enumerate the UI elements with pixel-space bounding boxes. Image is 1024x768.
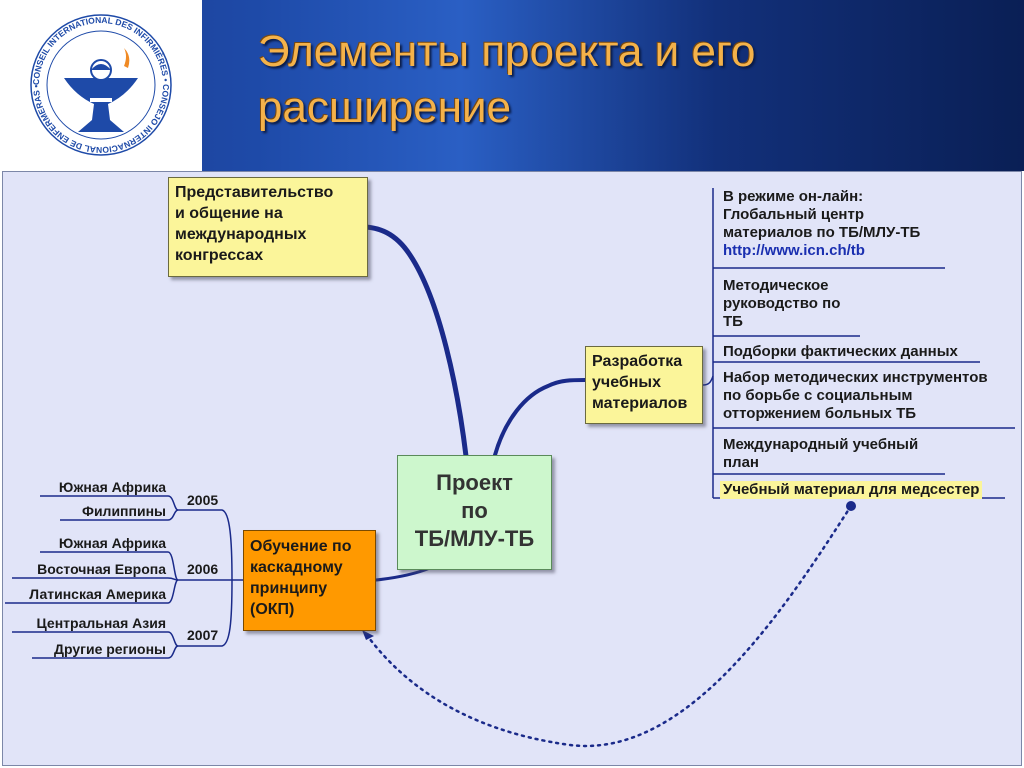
materials-item-online-line1: В режиме он-лайн:	[723, 188, 864, 205]
materials-item-nurses-line1: Учебный материал для медсестер	[720, 481, 983, 499]
materials-item-online-link[interactable]: http://www.icn.ch/tb	[723, 242, 865, 259]
region-2006-3: Латинская Америка	[29, 586, 166, 602]
materials-item-guide: Методическое руководство по ТБ	[723, 277, 840, 331]
training-year-2005: 2005	[187, 492, 219, 508]
training-line2: каскадному	[250, 559, 343, 576]
training-node[interactable]: Обучение по каскадному принципу (ОКП)	[243, 530, 376, 631]
center-node-line2: по	[461, 498, 488, 523]
materials-item-evidence-line1: Подборки фактических данных	[723, 343, 958, 360]
center-node-line1: Проект	[436, 470, 513, 495]
region-2007-2: Другие регионы	[54, 641, 166, 657]
center-node[interactable]: Проект по ТБ/МЛУ-ТБ	[397, 455, 552, 570]
materials-item-toolkit-line2: по борьбе с социальным	[723, 387, 913, 404]
materials-item-curriculum-line2: план	[723, 454, 759, 471]
materials-item-toolkit-line1: Набор методических инструментов	[723, 369, 988, 386]
logo-panel: CONSEIL INTERNATIONAL DES INFIRMIÈRES • …	[0, 0, 202, 171]
materials-item-online-line2: Глобальный центр	[723, 206, 864, 223]
region-2006-2: Восточная Европа	[37, 561, 166, 577]
training-line3: принципу	[250, 580, 328, 597]
representation-line3: международных	[175, 226, 307, 243]
materials-line1: Разработка	[592, 353, 683, 370]
training-line1: Обучение по	[250, 538, 352, 555]
materials-item-guide-line2: руководство по	[723, 295, 841, 312]
representation-line4: конгрессах	[175, 247, 264, 264]
slide-title-line2: расширение	[258, 83, 512, 132]
icn-logo-icon: CONSEIL INTERNATIONAL DES INFIRMIÈRES • …	[0, 0, 172, 156]
training-year-2006: 2006	[187, 561, 219, 577]
center-node-line3: ТБ/МЛУ-ТБ	[414, 526, 535, 551]
representation-line1: Представительство	[175, 184, 334, 201]
materials-item-curriculum: Международный учебный план	[723, 436, 918, 472]
training-year-2007: 2007	[187, 627, 219, 643]
materials-item-toolkit: Набор методических инструментов по борьб…	[723, 369, 988, 423]
materials-line2: учебных	[592, 374, 661, 391]
materials-item-online: В режиме он-лайн: Глобальный центр матер…	[723, 188, 920, 260]
slide-title-line1: Элементы проекта и его	[258, 27, 756, 76]
materials-item-online-line3: материалов по ТБ/МЛУ-ТБ	[723, 224, 921, 241]
materials-item-evidence: Подборки фактических данных	[723, 343, 958, 361]
materials-item-guide-line3: ТБ	[723, 313, 743, 330]
materials-node[interactable]: Разработка учебных материалов	[585, 346, 703, 424]
region-2005-2: Филиппины	[82, 503, 166, 519]
icn-lamp-emblem-icon	[64, 48, 138, 132]
region-2005-1: Южная Африка	[58, 479, 166, 495]
representation-node[interactable]: Представительство и общение на междунаро…	[168, 177, 368, 277]
materials-line3: материалов	[592, 395, 688, 412]
training-line4: (ОКП)	[250, 601, 295, 618]
materials-item-nurses: Учебный материал для медсестер	[720, 481, 983, 499]
representation-line2: и общение на	[175, 205, 283, 222]
region-2006-1: Южная Африка	[58, 535, 166, 551]
materials-item-curriculum-line1: Международный учебный	[723, 436, 919, 453]
slide-title: Элементы проекта и его расширение	[258, 24, 998, 136]
materials-item-guide-line1: Методическое	[723, 277, 829, 294]
region-2007-1: Центральная Азия	[36, 615, 166, 631]
materials-item-toolkit-line3: отторжением больных ТБ	[723, 405, 917, 422]
slide-header: CONSEIL INTERNATIONAL DES INFIRMIÈRES • …	[0, 0, 1024, 171]
